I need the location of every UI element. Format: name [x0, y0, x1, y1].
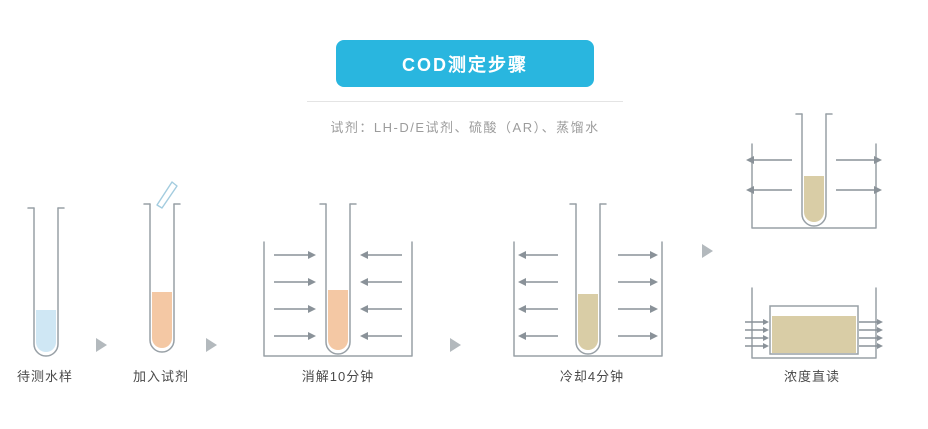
tube-body — [149, 203, 175, 353]
light-arrows-left — [746, 156, 792, 194]
tan-liquid — [578, 294, 598, 350]
heat-in-arrows-right — [360, 251, 402, 340]
tube-body — [575, 203, 601, 355]
test-tube-water-sample-icon — [27, 207, 65, 357]
heat-out-arrows-right — [618, 251, 658, 340]
step-arrow-icon — [206, 338, 217, 352]
orange-liquid — [152, 292, 172, 348]
tan-liquid — [804, 176, 824, 222]
tan-liquid — [772, 316, 856, 353]
blue-liquid — [36, 310, 56, 352]
cuvette-reader-icon — [745, 287, 883, 359]
tube-body — [33, 207, 59, 357]
tube-body — [325, 203, 351, 355]
step-arrow-icon — [702, 244, 713, 258]
tube-body — [801, 113, 827, 227]
heat-out-arrows-left — [518, 251, 558, 340]
reagents-note: 试剂：LH-D/E试剂、硫酸（AR）、蒸馏水 — [330, 120, 600, 135]
divider-line — [307, 101, 623, 102]
step-label-add-reagent: 加入试剂 — [132, 369, 189, 384]
title-banner: COD测定步骤 — [336, 40, 594, 87]
step-label-water-sample: 待测水样 — [16, 369, 73, 384]
photometer-tube-icon — [746, 113, 882, 229]
test-tube-add-reagent-icon — [143, 181, 181, 353]
orange-liquid — [328, 290, 348, 350]
beam-arrows-left — [745, 319, 769, 349]
step-arrow-icon — [450, 338, 461, 352]
chamber-walls — [751, 287, 877, 359]
page-title: COD测定步骤 — [402, 54, 528, 75]
chamber-walls — [263, 241, 413, 357]
heat-in-arrows-left — [274, 251, 316, 340]
step-label-digest: 消解10分钟 — [301, 369, 375, 384]
chamber-walls — [751, 143, 877, 229]
pipette-icon — [156, 181, 178, 209]
chamber-walls — [513, 241, 663, 357]
step-arrow-icon — [96, 338, 107, 352]
light-arrows-right — [836, 156, 882, 194]
digestion-chamber-icon — [263, 203, 413, 357]
step-label-read: 浓度直读 — [783, 369, 840, 384]
beam-arrows-right — [859, 319, 883, 349]
step-label-cool: 冷却4分钟 — [559, 369, 625, 384]
cooling-chamber-icon — [513, 203, 663, 357]
